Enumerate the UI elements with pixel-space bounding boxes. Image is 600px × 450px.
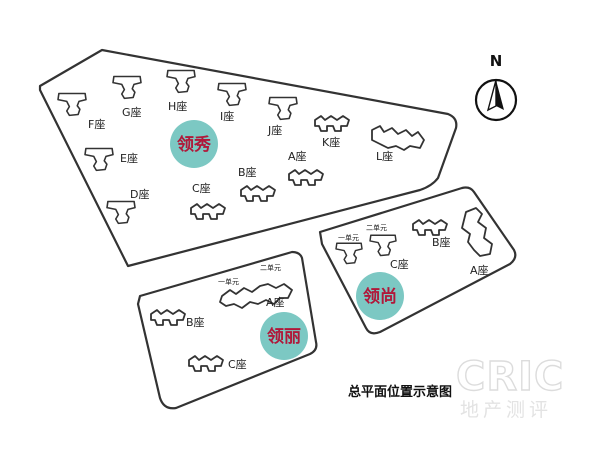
zone-name-lingli: 领丽 [267,326,301,347]
badge-lingxiu: 领秀 [170,120,218,168]
building-lingshang-a [461,207,493,257]
label-lingli-a: A座 [266,295,285,309]
zone-lingxiu-labels: F座 G座 H座 I座 J座 K座 L座 E座 D座 C座 B座 A座 [88,99,393,201]
zone-lingli-labels: 一单元 二单元 A座 B座 C座 [186,263,285,371]
label-lingli-b: B座 [186,315,205,329]
label-lingshang-a: A座 [470,263,489,277]
label-lingshang-unit1: 一单元 [338,233,359,242]
badge-lingshang: 领尚 [356,272,404,320]
zone-lingxiu-outline [38,48,458,268]
label-f: F座 [88,117,105,131]
label-c: C座 [192,181,211,195]
north-label: N [490,52,503,70]
label-e: E座 [120,151,138,165]
building-lingli-a [219,283,293,309]
label-g: G座 [122,105,142,119]
watermark-main: CRIC [456,354,564,400]
badge-lingli: 领丽 [260,312,308,360]
label-j: J座 [267,123,282,137]
label-lingshang-c: C座 [390,257,409,271]
label-lingli-unit1: 一单元 [218,277,239,286]
building-l [371,125,425,151]
north-arrow-outline-icon [486,79,497,112]
label-h: H座 [168,99,187,113]
diagram-title: 总平面位置示意图 [348,384,452,400]
label-lingli-unit2: 二单元 [260,263,281,272]
label-lingli-c: C座 [228,357,247,371]
north-arrow-icon [496,80,504,110]
watermark: CRIC 地产测评 [455,353,564,421]
zone-lingshang-buildings [335,207,493,265]
watermark-sub: 地产测评 [460,399,552,421]
zone-name-lingshang: 领尚 [363,286,397,307]
label-d: D座 [130,187,149,201]
zone-lingli-buildings [150,283,293,372]
label-b: B座 [238,165,257,179]
zone-lingxiu-buildings [57,69,425,225]
zone-lingshang-labels: 一单元 二单元 C座 B座 A座 [338,223,489,277]
label-lingshang-b: B座 [432,235,451,249]
label-k: K座 [322,135,340,149]
zone-name-lingxiu: 领秀 [177,134,211,155]
label-l: L座 [376,149,393,163]
label-a: A座 [288,149,307,163]
north-compass: N [474,52,518,122]
label-lingshang-unit2: 二单元 [366,223,387,232]
label-i: I座 [220,109,234,123]
